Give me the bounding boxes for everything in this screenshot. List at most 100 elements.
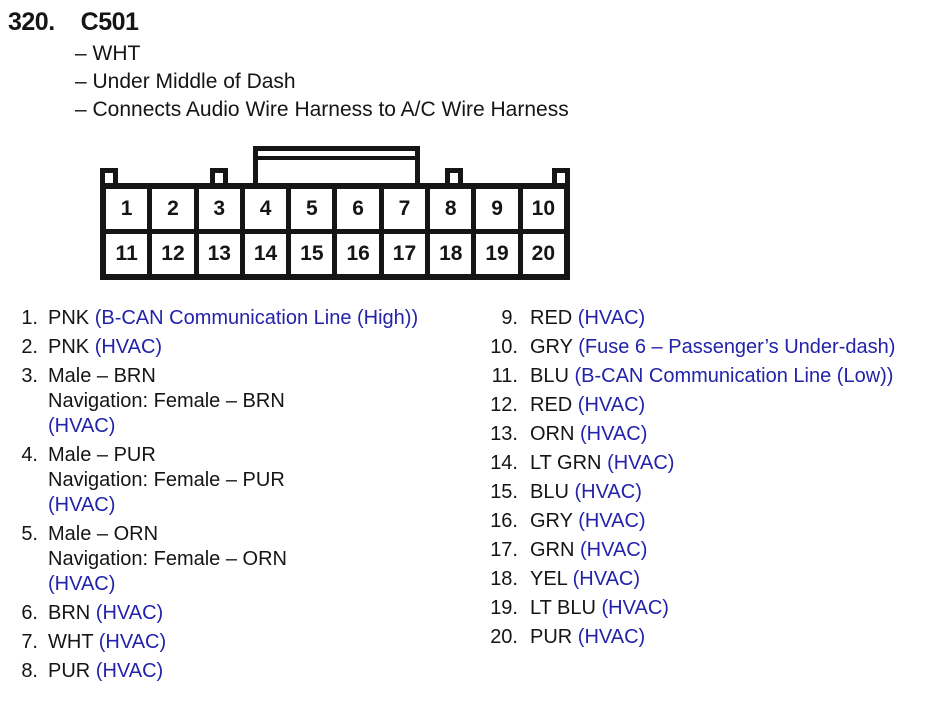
pin-entry-18: 18.YEL (HVAC): [488, 567, 922, 592]
pin-entry-number: 12.: [490, 394, 518, 416]
pin-entry-description: Male – PUR Navigation: Female – PUR (HVAC): [48, 443, 285, 518]
note-function: – Connects Audio Wire Harness to A/C Wir…: [75, 98, 569, 121]
pin-entry-description: BLU (B-CAN Communication Line (Low)): [530, 364, 893, 389]
pin-entry-number: 1.: [21, 307, 38, 329]
pin-wire-color: PNK: [48, 336, 95, 358]
pin-entry-description: LT BLU (HVAC): [530, 596, 669, 621]
pin-entry-number: 3.: [21, 365, 38, 387]
pin-entry-number: 5.: [21, 523, 38, 545]
connector-bump-left-corner: [100, 168, 118, 187]
pin-entry-description: GRY (HVAC): [530, 509, 646, 534]
pin-entry-1: 1. PNK (B-CAN Communication Line (High)): [20, 306, 480, 331]
connector-notes: – WHT – Under Middle of Dash – Connects …: [75, 40, 569, 124]
pin-wire-color: Navigation: Female – ORN: [48, 548, 287, 570]
pin-entry-7: 7.WHT (HVAC): [20, 630, 480, 655]
pin-entry-14: 14. LT GRN (HVAC): [488, 451, 922, 476]
pin-wire-color: LT BLU: [530, 597, 602, 619]
pin-entry-description: GRY (Fuse 6 – Passenger’s Under-dash): [530, 335, 895, 360]
pin-entry-number: 20.: [490, 626, 518, 648]
pin-entry-number: 13.: [490, 423, 518, 445]
pin-cell-13: 13: [198, 234, 240, 274]
note-location: – Under Middle of Dash: [75, 70, 296, 93]
pin-entry-16: 16.GRY (HVAC): [488, 509, 922, 534]
pin-entry-number: 17.: [490, 539, 518, 561]
pin-entry-description: GRN (HVAC): [530, 538, 647, 563]
pin-annotation: (HVAC): [577, 394, 646, 416]
pin-wire-color: GRN: [530, 539, 580, 561]
pin-cell-18: 18: [430, 234, 472, 274]
pin-cell-10: 10: [522, 189, 564, 229]
pin-entry-6: 6. BRN (HVAC): [20, 601, 480, 626]
pin-annotation: (B-CAN Communication Line (High)): [94, 307, 419, 329]
pin-entry-description: PNK (HVAC): [48, 335, 162, 360]
pin-wire-color: Male – ORN: [48, 523, 159, 545]
pin-wire-color: Male – PUR: [48, 444, 156, 466]
pin-annotation: (HVAC): [580, 539, 648, 561]
pin-wire-color: LT GRN: [530, 452, 608, 474]
pin-entry-description: PNK (B-CAN Communication Line (High)): [48, 306, 418, 331]
pin-wire-color: PUR: [48, 660, 96, 682]
pin-entry-description: YEL (HVAC): [530, 567, 640, 592]
pin-wire-color: ORN: [530, 423, 580, 445]
pin-entry-description: PUR (HVAC): [530, 625, 645, 650]
pin-cell-14: 14: [244, 234, 287, 274]
connector-bump-right-corner: [552, 168, 570, 187]
pin-entry-number: 4.: [21, 444, 38, 466]
pin-entry-number: 14.: [490, 452, 518, 474]
pin-cell-8: 8: [430, 189, 472, 229]
pin-entry-description: RED (HVAC): [530, 306, 645, 331]
pin-entry-number: 15.: [490, 481, 518, 503]
pin-entry-description: PUR (HVAC): [48, 659, 163, 684]
pin-list-right: 9.RED (HVAC)10.GRY (Fuse 6 – Passenger’s…: [488, 306, 922, 654]
pin-wire-color: PUR: [530, 626, 578, 648]
pin-annotation: (HVAC): [574, 481, 642, 503]
pin-annotation: (HVAC): [601, 597, 669, 619]
connector-latch-line: [258, 156, 415, 160]
pin-cell-19: 19: [476, 234, 518, 274]
pin-entry-2: 2.PNK (HVAC): [20, 335, 480, 360]
connector-code: C501: [80, 8, 139, 36]
pin-wire-color: GRY: [530, 510, 579, 532]
pin-wire-color: RED: [530, 394, 578, 416]
note-color: – WHT: [75, 42, 141, 65]
pin-entry-11: 11. BLU (B-CAN Communication Line (Low)): [488, 364, 922, 389]
pin-entry-number: 7.: [21, 631, 38, 653]
pin-wire-color: YEL: [530, 568, 573, 590]
pin-entry-number: 11.: [491, 365, 518, 387]
pin-entry-4: 4. Male – PUR Navigation: Female – PUR (HVA…: [20, 443, 480, 518]
pin-annotation: (HVAC): [577, 307, 646, 329]
pin-entry-number: 19.: [490, 597, 518, 619]
pin-entry-17: 17. GRN (HVAC): [488, 538, 922, 563]
pin-cell-17: 17: [383, 234, 426, 274]
pin-wire-color: BRN: [48, 602, 96, 624]
pin-annotation: (HVAC): [578, 510, 646, 532]
pin-list-left: 1. PNK (B-CAN Communication Line (High)) 2…: [20, 306, 480, 688]
pin-entry-number: 9.: [501, 307, 518, 329]
pin-wire-color: Navigation: Female – PUR: [48, 469, 285, 491]
pin-entry-description: LT GRN (HVAC): [530, 451, 674, 476]
pin-cell-9: 9: [476, 189, 518, 229]
pin-entry-number: 8.: [21, 660, 38, 682]
pin-wire-color: BLU: [530, 481, 575, 503]
pin-entry-9: 9. RED (HVAC): [488, 306, 922, 331]
pin-annotation: (Fuse 6 – Passenger’s Under-dash): [578, 336, 896, 358]
pin-entry-number: 6.: [21, 602, 38, 624]
pin-cell-3: 3: [198, 189, 240, 229]
pin-cell-7: 7: [383, 189, 426, 229]
pin-wire-color: GRY: [530, 336, 579, 358]
pin-annotation: (HVAC): [48, 494, 116, 516]
pin-annotation: (HVAC): [577, 626, 646, 648]
pin-wire-color: Male – BRN: [48, 365, 156, 387]
pin-wire-color: RED: [530, 307, 578, 329]
pin-annotation: (HVAC): [95, 660, 164, 682]
pin-annotation: (B-CAN Communication Line (Low)): [574, 365, 894, 387]
pin-annotation: (HVAC): [95, 602, 164, 624]
pin-annotation: (HVAC): [607, 452, 675, 474]
